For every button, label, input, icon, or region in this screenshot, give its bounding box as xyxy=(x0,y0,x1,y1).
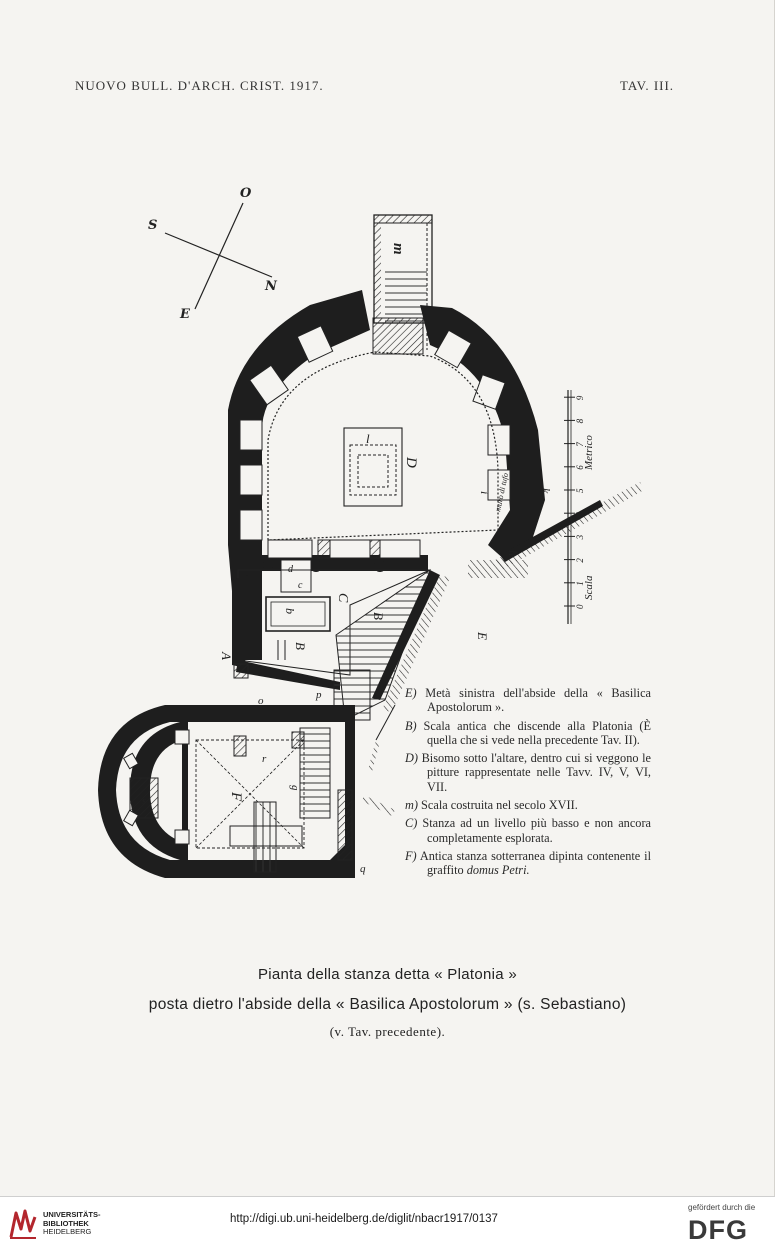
legend-text: Scala antica che discende alla Platonia … xyxy=(416,718,651,747)
label-h: h xyxy=(506,550,520,556)
scale-tick-label: 9 xyxy=(575,395,585,400)
legend-text: Stanza ad un livello più basso e non anc… xyxy=(417,816,651,845)
room-c: b C B A xyxy=(219,569,431,690)
scale-tick-label: 6 xyxy=(575,465,585,470)
library-name: UNIVERSITÄTS- BIBLIOTHEK HEIDELBERG xyxy=(43,1210,101,1237)
legend-emphasis: domus Petri. xyxy=(466,863,530,878)
label-d: D xyxy=(403,456,419,468)
legend-item: m) Scala costruita nel secolo XVII. xyxy=(405,798,651,812)
legend-item: E) Metà sinistra dell'abside della « Bas… xyxy=(405,686,651,715)
scale-tick-label: 0 xyxy=(575,604,585,609)
scale-tick-label: 8 xyxy=(575,418,585,423)
scale-tick-label: 1 xyxy=(575,581,585,586)
legend-item: D) Bisomo sotto l'altare, dentro cui si … xyxy=(405,751,651,794)
legend-text: Scala costruita nel secolo XVII. xyxy=(417,798,578,813)
label-l: l xyxy=(366,431,370,446)
label-k: k xyxy=(539,488,553,494)
compass-rose: S O E N xyxy=(148,186,278,322)
library-line-2: BIBLIOTHEK xyxy=(43,1218,89,1228)
label-p: p xyxy=(315,689,322,701)
scanned-page: NUOVO BULL. D'ARCH. CRIST. 1917. TAV. II… xyxy=(0,0,775,1196)
library-line-3: HEIDELBERG xyxy=(43,1227,92,1236)
label-e: E xyxy=(475,631,490,640)
label-c-small: c xyxy=(298,580,303,591)
viewer-footer: UNIVERSITÄTS- BIBLIOTHEK HEIDELBERG http… xyxy=(0,1196,775,1252)
scale-label: Scala xyxy=(583,575,595,600)
legend-text: Antica stanza sotterranea dipinta conten… xyxy=(416,848,651,878)
legend-text: Metà sinistra dell'abside della « Basili… xyxy=(416,686,651,715)
library-line-1: UNIVERSITÄTS- xyxy=(43,1210,101,1219)
legend-key: E) xyxy=(405,686,417,700)
label-g: g xyxy=(289,785,301,791)
label-q: q xyxy=(360,863,366,875)
legend-item: C) Stanza ad un livello più basso e non … xyxy=(405,816,651,845)
label-c: C xyxy=(335,593,350,603)
scale-tick-label: 7 xyxy=(575,442,585,447)
legend-key: D) xyxy=(405,751,418,766)
label-b-room: B xyxy=(293,642,308,650)
legend-key: m) xyxy=(405,798,418,813)
legend-key: B) xyxy=(405,718,417,733)
floor-plan: S O E N 0123456789 Scala Metrico m xyxy=(98,186,644,878)
scale-tick-label: 2 xyxy=(575,558,585,563)
room-f: F r g s q xyxy=(98,705,366,878)
stair-b: B p o a xyxy=(258,568,450,772)
legend-item: F) Antica stanza sotterranea dipinta con… xyxy=(405,849,651,878)
legend-key: C) xyxy=(405,816,418,831)
plate-number: TAV. III. xyxy=(620,78,675,93)
legend-key: F) xyxy=(405,848,417,863)
scale-tick-label: 5 xyxy=(575,488,585,493)
running-header-left: NUOVO BULL. D'ARCH. CRIST. 1917. xyxy=(75,78,324,93)
label-b-stair: B xyxy=(371,612,386,620)
plan-legend: E) Metà sinistra dell'abside della « Bas… xyxy=(405,686,651,882)
label-o: o xyxy=(258,695,264,707)
label-r: r xyxy=(262,753,267,765)
caption-subtitle: posta dietro l'abside della « Basilica A… xyxy=(148,996,627,1013)
scale-unit: Metrico xyxy=(583,435,595,471)
compass-o: O xyxy=(240,186,252,201)
basilica-apse-e: k h E xyxy=(362,482,644,816)
legend-item: B) Scala antica che discende alla Platon… xyxy=(405,719,651,748)
label-i: i xyxy=(478,491,492,494)
label-f: F xyxy=(228,791,244,802)
label-b-small: b xyxy=(283,608,297,614)
scale-tick-label: 3 xyxy=(575,534,585,540)
legend-text: Bisomo sotto l'altare, dentro cui si veg… xyxy=(417,751,651,794)
university-library-logo[interactable] xyxy=(8,1207,38,1241)
label-a-upper: A xyxy=(219,651,234,660)
label-m: m xyxy=(390,243,406,255)
cross-wall: d c xyxy=(248,539,428,593)
funding-note: gefördert durch die xyxy=(688,1203,756,1212)
apse-wall xyxy=(228,290,545,660)
room-d: l D i muro di tufo xyxy=(267,351,510,541)
compass-n: N xyxy=(264,279,278,294)
compass-e: E xyxy=(179,307,191,322)
compass-s: S xyxy=(148,218,157,233)
caption-reference: (v. Tav. precedente). xyxy=(329,1024,446,1039)
permalink-url[interactable]: http://digi.ub.uni-heidelberg.de/diglit/… xyxy=(230,1213,498,1225)
dfg-logo[interactable]: DFG xyxy=(688,1215,748,1245)
caption-title: Pianta della stanza detta « Platonia » xyxy=(257,966,518,983)
scale-bar: 0123456789 Scala Metrico xyxy=(564,390,595,624)
stair-m: m xyxy=(372,214,433,355)
label-s: s xyxy=(142,796,146,807)
